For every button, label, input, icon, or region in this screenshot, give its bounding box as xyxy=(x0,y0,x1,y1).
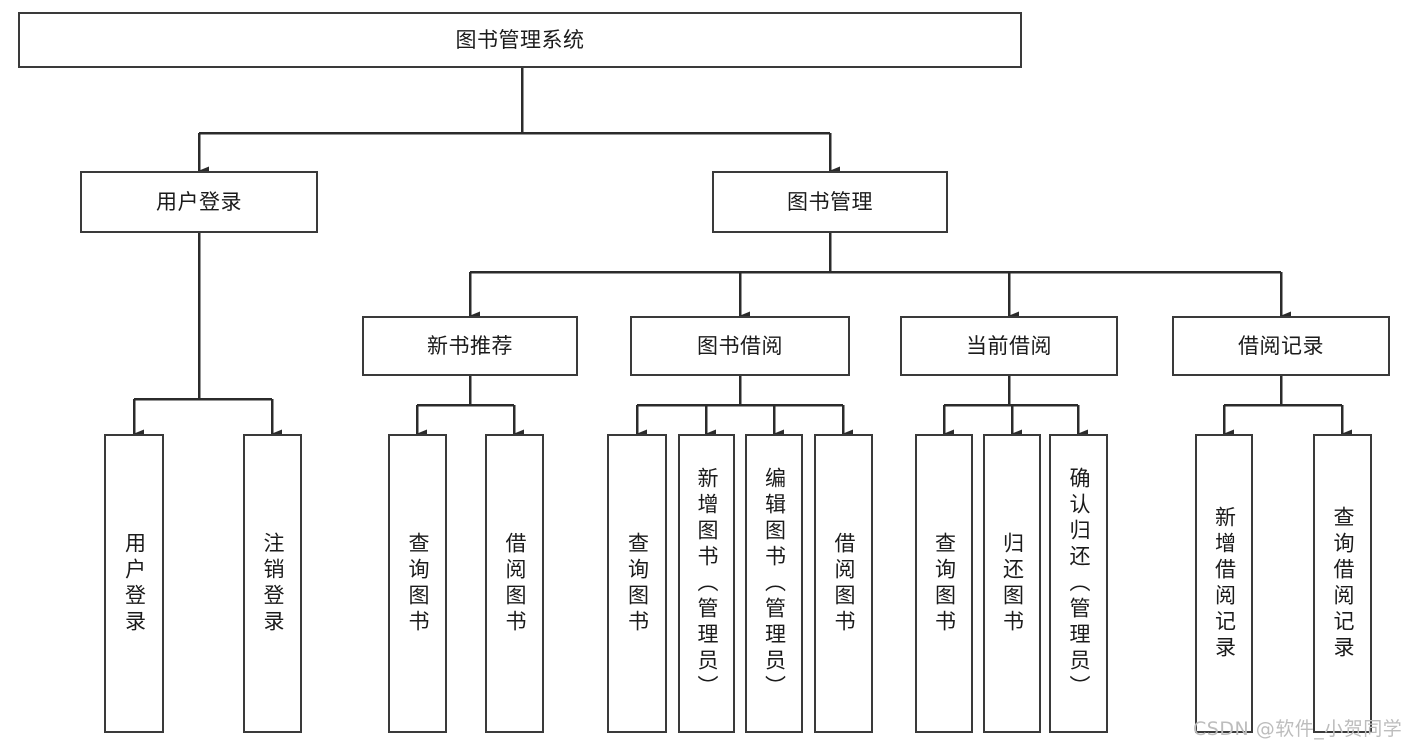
node-level3-borrow-record[interactable]: 借阅记录 xyxy=(1172,316,1390,376)
node-label: 图书管理系统 xyxy=(455,27,585,52)
node-root[interactable]: 图书管理系统 xyxy=(18,12,1022,68)
node-label: 查询图书 xyxy=(625,531,650,636)
node-leaf-leaf-return-book[interactable]: 归还图书 xyxy=(983,434,1041,733)
node-leaf-leaf-add-book[interactable]: 新增图书（管理员） xyxy=(678,434,735,733)
node-label: 确认归还（管理员） xyxy=(1067,466,1091,701)
node-label: 查询图书 xyxy=(932,531,957,636)
node-label: 注销登录 xyxy=(261,531,285,636)
node-leaf-leaf-query-book-3[interactable]: 查询图书 xyxy=(915,434,973,733)
node-leaf-leaf-edit-book[interactable]: 编辑图书（管理员） xyxy=(745,434,803,733)
node-label: 用户登录 xyxy=(156,189,242,214)
node-leaf-leaf-confirm-return[interactable]: 确认归还（管理员） xyxy=(1049,434,1108,733)
node-label: 编辑图书（管理员） xyxy=(762,466,787,701)
node-leaf-leaf-query-book-1[interactable]: 查询图书 xyxy=(388,434,447,733)
node-label: 查询图书 xyxy=(406,531,430,636)
node-leaf-leaf-borrow-book-1[interactable]: 借阅图书 xyxy=(485,434,544,733)
node-level2-user-login[interactable]: 用户登录 xyxy=(80,171,318,233)
node-leaf-leaf-logout[interactable]: 注销登录 xyxy=(243,434,302,733)
node-label: 借阅记录 xyxy=(1238,333,1324,358)
node-leaf-leaf-query-record[interactable]: 查询借阅记录 xyxy=(1313,434,1372,733)
node-leaf-leaf-user-login[interactable]: 用户登录 xyxy=(104,434,164,733)
node-label: 图书管理 xyxy=(787,189,873,214)
node-label: 查询借阅记录 xyxy=(1331,505,1355,662)
node-label: 借阅图书 xyxy=(503,531,527,636)
node-level3-new-book-rec[interactable]: 新书推荐 xyxy=(362,316,578,376)
node-level3-book-borrow[interactable]: 图书借阅 xyxy=(630,316,850,376)
node-label: 新增图书（管理员） xyxy=(695,466,719,701)
node-label: 图书借阅 xyxy=(697,333,783,358)
node-label: 新增借阅记录 xyxy=(1212,505,1237,662)
node-leaf-leaf-query-book-2[interactable]: 查询图书 xyxy=(607,434,667,733)
node-level2-book-manage[interactable]: 图书管理 xyxy=(712,171,948,233)
node-leaf-leaf-add-record[interactable]: 新增借阅记录 xyxy=(1195,434,1253,733)
node-label: 归还图书 xyxy=(1000,531,1025,636)
node-leaf-leaf-borrow-book-2[interactable]: 借阅图书 xyxy=(814,434,873,733)
node-label: 借阅图书 xyxy=(832,531,856,636)
node-label: 当前借阅 xyxy=(966,333,1052,358)
node-label: 用户登录 xyxy=(122,531,147,636)
connector-group xyxy=(132,68,1352,439)
node-level3-current-borrow[interactable]: 当前借阅 xyxy=(900,316,1118,376)
node-label: 新书推荐 xyxy=(427,333,513,358)
